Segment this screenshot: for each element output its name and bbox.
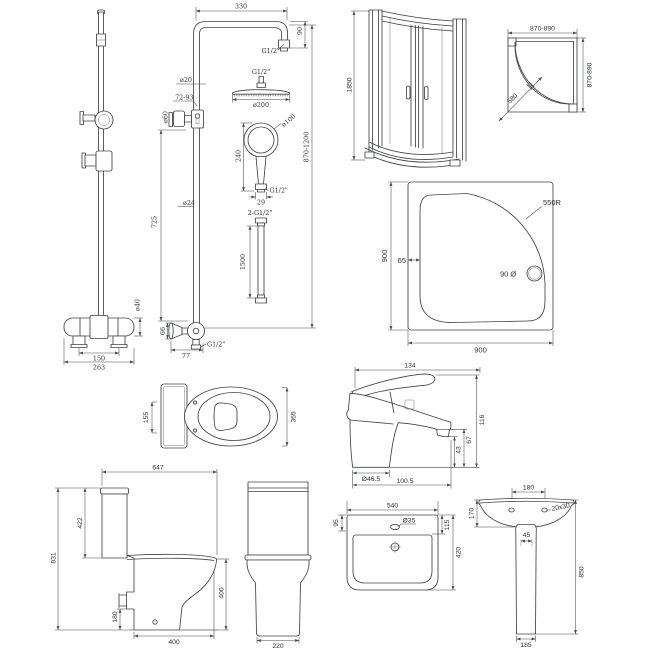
basin-front-dimensions: 180 20x30 170 45 850 185 bbox=[469, 485, 586, 650]
dim-handset-length: 240 bbox=[235, 150, 243, 162]
enclosure-front-dimension: 1850 bbox=[347, 10, 369, 161]
label-outlet-thread: G1/2" bbox=[207, 341, 225, 349]
dim-bowl-depth: 170 bbox=[469, 508, 476, 520]
label-head-thread: G1/2" bbox=[252, 68, 270, 76]
enclosure-front bbox=[364, 9, 467, 168]
label-handset-thread: G1/2" bbox=[270, 187, 288, 195]
toilet-plan bbox=[160, 383, 278, 449]
dim-arm-length: 330 bbox=[235, 3, 247, 11]
basin-front bbox=[478, 497, 575, 635]
dim-handset-nut: 29 bbox=[257, 199, 265, 207]
dim-basin-depth: 420 bbox=[456, 547, 463, 559]
dim-hole-offset: 115 bbox=[444, 519, 451, 530]
dim-basin-ledge: 95 bbox=[333, 519, 340, 527]
enclosure-plan-drawing: 870-890 870-890 580 bbox=[498, 26, 594, 122]
toilet-side-dimensions: 647 422 831 180 400 400 bbox=[51, 465, 229, 646]
dim-inlet-centres: 150 bbox=[93, 355, 105, 363]
dim-toilet-depth: 647 bbox=[152, 465, 164, 472]
toilet-front-dimensions: 220 bbox=[256, 637, 300, 650]
tap-dimensions: 134 116 67 43 Ø46.5 100.5 bbox=[352, 363, 486, 489]
toilet-side bbox=[100, 487, 218, 631]
tray-dimensions: 550R 90 Ø 65 900 900 bbox=[380, 181, 562, 355]
dim-enclosure-width: 870-890 bbox=[530, 26, 555, 33]
dim-basin-height: 850 bbox=[579, 566, 586, 578]
dim-tap-projection: 100.5 bbox=[396, 478, 413, 485]
enclosure-front-drawing: 1850 bbox=[347, 9, 467, 168]
tap-drawing: 134 116 67 43 Ø46.5 100.5 bbox=[346, 363, 486, 489]
toilet-plan-dimensions: 155 365 bbox=[143, 387, 298, 447]
dim-arm-drop: 90 bbox=[296, 27, 304, 35]
riser-front-dimensions: ø40 150 263 bbox=[63, 299, 143, 372]
toilet-plan-drawing: 155 365 bbox=[143, 383, 298, 449]
dim-tray-width: 900 bbox=[474, 346, 487, 355]
dim-upper-pipe: ø20 bbox=[180, 76, 192, 84]
dim-hose-length: 1500 bbox=[239, 254, 247, 270]
dim-pan-depth: 400 bbox=[168, 639, 180, 646]
dim-platform-width: 180 bbox=[523, 485, 535, 492]
dim-seat-width: 365 bbox=[291, 411, 298, 423]
dim-tray-radius: 550R bbox=[543, 198, 562, 207]
dim-tap-length: 134 bbox=[404, 363, 416, 370]
dim-tray-waste: 90 Ø bbox=[500, 270, 516, 279]
shower-riser-silhouette bbox=[63, 9, 135, 348]
hand-shower-detail: ø100 240 G1/2" 29 bbox=[235, 112, 298, 206]
dim-valve-diameter: ø40 bbox=[134, 299, 142, 311]
dim-cistern-depth: 155 bbox=[143, 412, 150, 424]
dim-grip-dia: ø60 bbox=[162, 111, 170, 123]
dim-recess-width: 45 bbox=[523, 532, 531, 539]
dim-enclosure-height: 1850 bbox=[347, 77, 354, 92]
toilet-front bbox=[244, 481, 312, 637]
dim-riser-length: 725 bbox=[151, 216, 159, 228]
dim-tap-aerator: 43 bbox=[456, 446, 463, 454]
dim-wall-offset: 77 bbox=[182, 352, 190, 360]
dim-fixing-holes: 20x30 bbox=[551, 502, 571, 513]
basin-plan bbox=[346, 514, 439, 591]
dim-basin-width: 540 bbox=[387, 503, 399, 510]
dim-tap-base: Ø46.5 bbox=[362, 476, 381, 483]
dim-valve-width: 263 bbox=[93, 364, 105, 372]
shower-riser-dimensioned bbox=[168, 21, 290, 350]
dim-tap-hole: Ø35 bbox=[403, 518, 416, 525]
label-hose-thread: 2-G1/2" bbox=[248, 209, 273, 217]
dim-head-diameter: ø200 bbox=[253, 101, 269, 109]
dim-handset-diameter: ø100 bbox=[280, 112, 297, 128]
label-arm-thread: G1/2" bbox=[262, 47, 280, 55]
toilet-front-drawing: 220 bbox=[244, 481, 312, 650]
dim-tray-depth: 900 bbox=[380, 250, 389, 263]
basin-plan-drawing: 540 95 Ø35 115 420 bbox=[333, 501, 463, 591]
toilet-side-drawing: 647 422 831 180 400 400 bbox=[51, 465, 229, 646]
tray-plan bbox=[407, 181, 554, 331]
shower-column-drawing: ø40 150 263 330 90 G1/ bbox=[63, 3, 316, 372]
dim-grip-range: 72-93 bbox=[175, 94, 193, 102]
hose-detail: 2-G1/2" 1500 bbox=[239, 209, 273, 304]
dim-toilet-height: 831 bbox=[51, 552, 58, 564]
riser-dimension-lines: 330 90 G1/2" ø20 72-93 ø60 725 ø24 66 77… bbox=[151, 3, 316, 360]
dim-tap-spout: 67 bbox=[466, 436, 473, 444]
dim-pedestal-base: 185 bbox=[520, 642, 532, 649]
shower-head-detail: G1/2" ø200 bbox=[232, 68, 290, 109]
dim-lower-pipe: ø24 bbox=[183, 199, 195, 207]
dim-tap-height: 116 bbox=[479, 414, 486, 425]
dim-cistern-height: 422 bbox=[77, 517, 84, 529]
dim-pan-height: 400 bbox=[219, 587, 226, 599]
tap-side bbox=[346, 373, 452, 468]
dim-tray-rim: 65 bbox=[398, 256, 406, 265]
dim-enclosure-depth: 870-890 bbox=[587, 62, 594, 87]
basin-plan-dimensions: 540 95 Ø35 115 420 bbox=[333, 501, 463, 591]
dim-escutcheon: 66 bbox=[159, 327, 167, 335]
dim-pan-width: 220 bbox=[272, 643, 284, 650]
dim-height-range: 870-1200 bbox=[303, 132, 311, 163]
tray-plan-drawing: 550R 90 Ø 65 900 900 bbox=[380, 181, 562, 355]
dim-outlet-height: 180 bbox=[112, 611, 119, 623]
basin-front-drawing: 180 20x30 170 45 850 185 bbox=[469, 485, 586, 650]
